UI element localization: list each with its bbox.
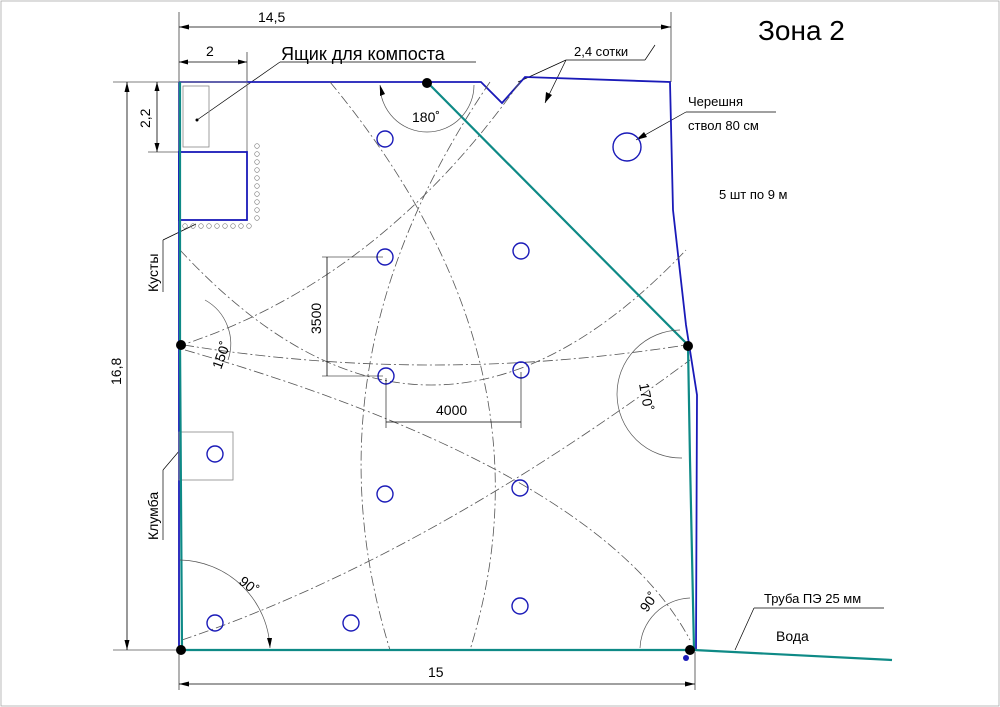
dimension-spacing-horizontal: 4000 xyxy=(385,372,522,428)
angle-top: 180˚ xyxy=(412,109,440,125)
cherry-tree-marker xyxy=(612,132,642,162)
zone-title: Зона 2 xyxy=(758,15,845,46)
dimension-spacing-vertical: 3500 xyxy=(308,256,383,377)
svg-text:2: 2 xyxy=(206,43,214,59)
water-label: Вода xyxy=(776,628,809,644)
svg-text:3500: 3500 xyxy=(308,303,324,334)
flowerbed-label: Клумба xyxy=(145,492,161,540)
plot-area-label: 2,4 сотки xyxy=(574,44,628,59)
compost-box-inner xyxy=(182,85,210,148)
plot-boundary xyxy=(178,76,698,651)
dimension-left-height: 16,8 xyxy=(108,82,179,651)
svg-text:4000: 4000 xyxy=(436,402,467,418)
spray-arcs xyxy=(179,81,691,651)
angle-bottom-left: 90˚ xyxy=(236,573,262,598)
bushes-label: Кусты xyxy=(145,254,161,292)
sprinkler-pipe xyxy=(178,81,696,652)
svg-text:2,2: 2,2 xyxy=(137,108,153,128)
svg-text:16,8: 16,8 xyxy=(108,358,124,385)
bushes-row xyxy=(182,143,260,229)
dimension-box-width: 2 xyxy=(179,43,248,152)
dimension-top-width: 14,5 xyxy=(178,9,672,82)
count-note: 5 шт по 9 м xyxy=(719,187,788,202)
angle-right: 170˚ xyxy=(636,382,657,412)
box-area-2 xyxy=(178,151,248,221)
pipe-label: Труба ПЭ 25 мм xyxy=(764,591,861,606)
svg-text:14,5: 14,5 xyxy=(258,9,285,25)
planting-points xyxy=(206,130,530,632)
cherry-label-line2: ствол 80 см xyxy=(688,118,759,133)
compost-label: Ящик для компоста xyxy=(281,44,446,64)
cherry-label-line1: Черешня xyxy=(688,94,743,109)
dimension-bottom-width: 15 xyxy=(178,652,696,690)
dimension-box-height: 2,2 xyxy=(113,81,179,153)
flowerbed xyxy=(178,431,234,481)
supply-pipe xyxy=(693,648,893,662)
svg-text:15: 15 xyxy=(428,664,444,680)
